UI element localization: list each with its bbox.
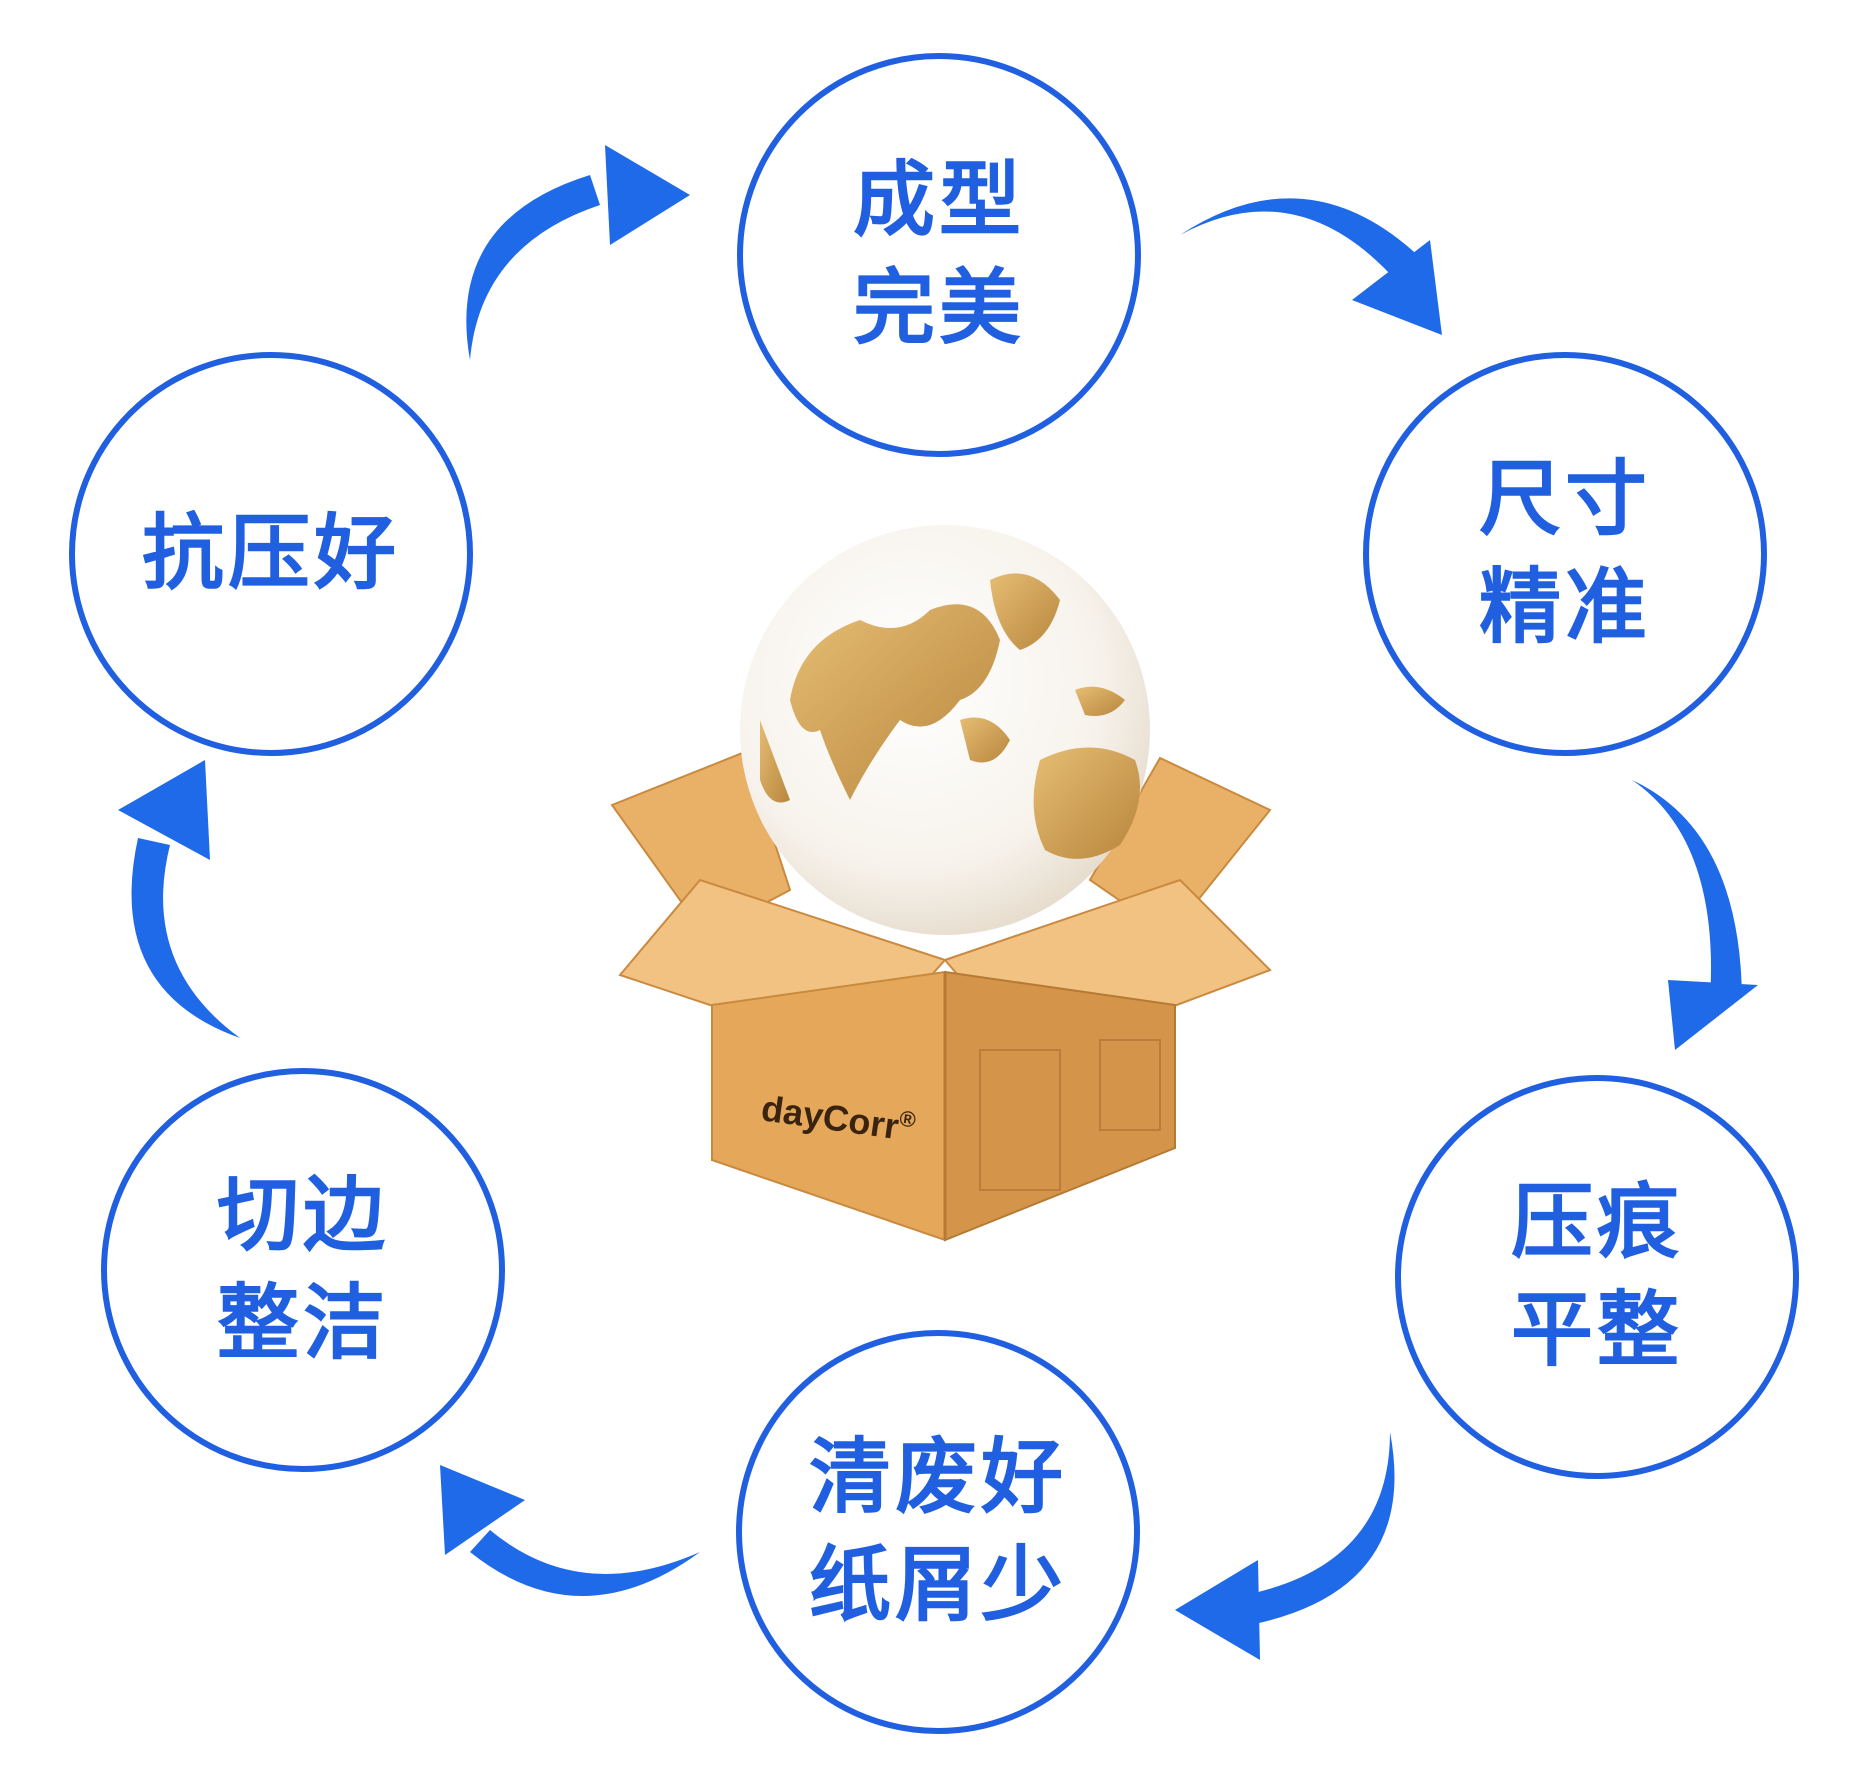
node-top: 成型 完美 xyxy=(737,53,1141,457)
node-lower-right-line-2: 平整 xyxy=(1510,1283,1683,1378)
globe-icon xyxy=(740,525,1150,935)
registered-mark: ® xyxy=(898,1106,918,1133)
node-lower-left-line-1: 切边 xyxy=(216,1168,389,1263)
node-lower-left: 切边 整洁 xyxy=(101,1068,505,1472)
arrow-lower-left-to-upper-left xyxy=(118,760,240,1038)
arrow-bottom-to-lower-left xyxy=(440,1465,700,1596)
node-top-line-1: 成型 xyxy=(852,153,1025,248)
node-lower-right-line-1: 压痕 xyxy=(1510,1175,1683,1270)
node-upper-left: 抗压好 xyxy=(69,352,473,756)
arrow-lower-right-to-bottom xyxy=(1175,1432,1395,1660)
node-bottom: 清废好 纸屑少 xyxy=(736,1330,1140,1734)
node-upper-left-line-1: 抗压好 xyxy=(141,506,400,601)
node-bottom-line-2: 纸屑少 xyxy=(808,1538,1067,1633)
arrow-top-to-upper-right xyxy=(1180,198,1442,335)
node-upper-right: 尺寸 精准 xyxy=(1363,352,1767,756)
arrow-upper-left-to-top xyxy=(466,145,690,360)
node-bottom-line-1: 清废好 xyxy=(808,1430,1067,1525)
node-upper-right-line-1: 尺寸 xyxy=(1478,452,1651,547)
node-lower-left-line-2: 整洁 xyxy=(216,1276,389,1371)
node-upper-right-line-2: 精准 xyxy=(1478,560,1651,655)
globe-in-box-icon: dayCorr® xyxy=(610,525,1272,1242)
node-top-line-2: 完美 xyxy=(852,261,1025,356)
arrow-upper-right-to-lower-right xyxy=(1632,780,1758,1050)
node-lower-right: 压痕 平整 xyxy=(1395,1075,1799,1479)
